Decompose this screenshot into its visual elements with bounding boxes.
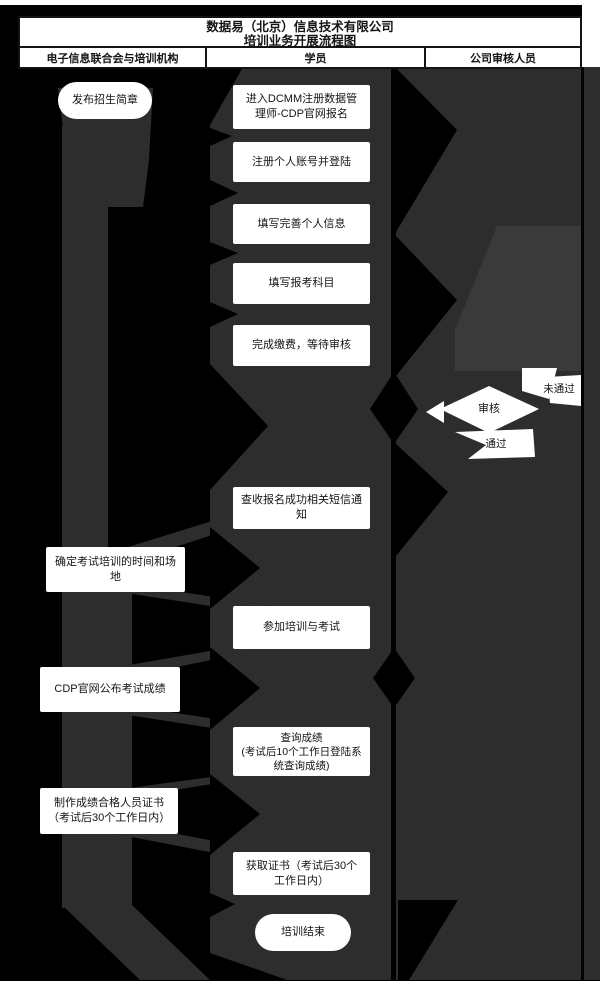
node-confirm-time-venue: 确定考试培训的时间和场地 [46,547,185,592]
node-attend-training-exam: 参加培训与考试 [233,606,370,649]
reviewer-return-arrow [455,226,581,371]
header-right-margin [582,0,600,67]
chart-title: 数据易（北京）信息技术有限公司 培训业务开展流程图 [20,18,580,48]
review-diamond-label: 审核 [478,403,500,415]
header-table: 数据易（北京）信息技术有限公司 培训业务开展流程图 电子信息联合会与培训机构 学… [18,16,582,69]
branch-label-blobs [455,368,581,459]
chart-subtitle: 培训业务开展流程图 [243,34,357,48]
company-name: 数据易（北京）信息技术有限公司 [206,20,394,34]
left-lane-connectors [58,88,292,980]
node-receive-sms: 查收报名成功相关短信通知 [233,487,370,529]
node-register-account: 注册个人账号并登陆 [233,142,370,182]
node-training-end: 培训结束 [255,914,351,951]
branch-fail-label: 未通过 [543,383,575,395]
node-complete-payment: 完成缴费，等待审核 [233,325,370,366]
lane-header-student: 学员 [205,48,426,67]
top-margin [0,0,600,5]
node-publish-exam-results: CDP官网公布考试成绩 [40,667,180,712]
lane-header-reviewer: 公司审核人员 [470,52,536,65]
node-enter-official-site: 进入DCMM注册数据管理师-CDP官网报名 [233,85,370,129]
node-make-certificates: 制作成绩合格人员证书（考试后30个工作日内） [40,788,178,834]
node-publish-brochure: 发布招生简章 [58,82,152,119]
node-fill-exam-subjects: 填写报考科目 [233,263,370,304]
node-fill-personal-info: 填写完善个人信息 [233,204,370,244]
bottom-margin [0,981,600,1000]
lane-header-row: 电子信息联合会与培训机构 学员 公司审核人员 [20,48,580,67]
node-query-results: 查询成绩 (考试后10个工作日登陆系统查询成绩) [233,727,370,776]
node-get-certificate: 获取证书（考试后30个工作日内） [233,852,370,895]
lane-header-federation: 电子信息联合会与培训机构 [46,52,179,65]
connector-notches [210,67,458,980]
branch-pass-label: 通过 [485,438,507,450]
review-diamond-shape [426,386,539,433]
right-lane-connectors [396,67,600,980]
